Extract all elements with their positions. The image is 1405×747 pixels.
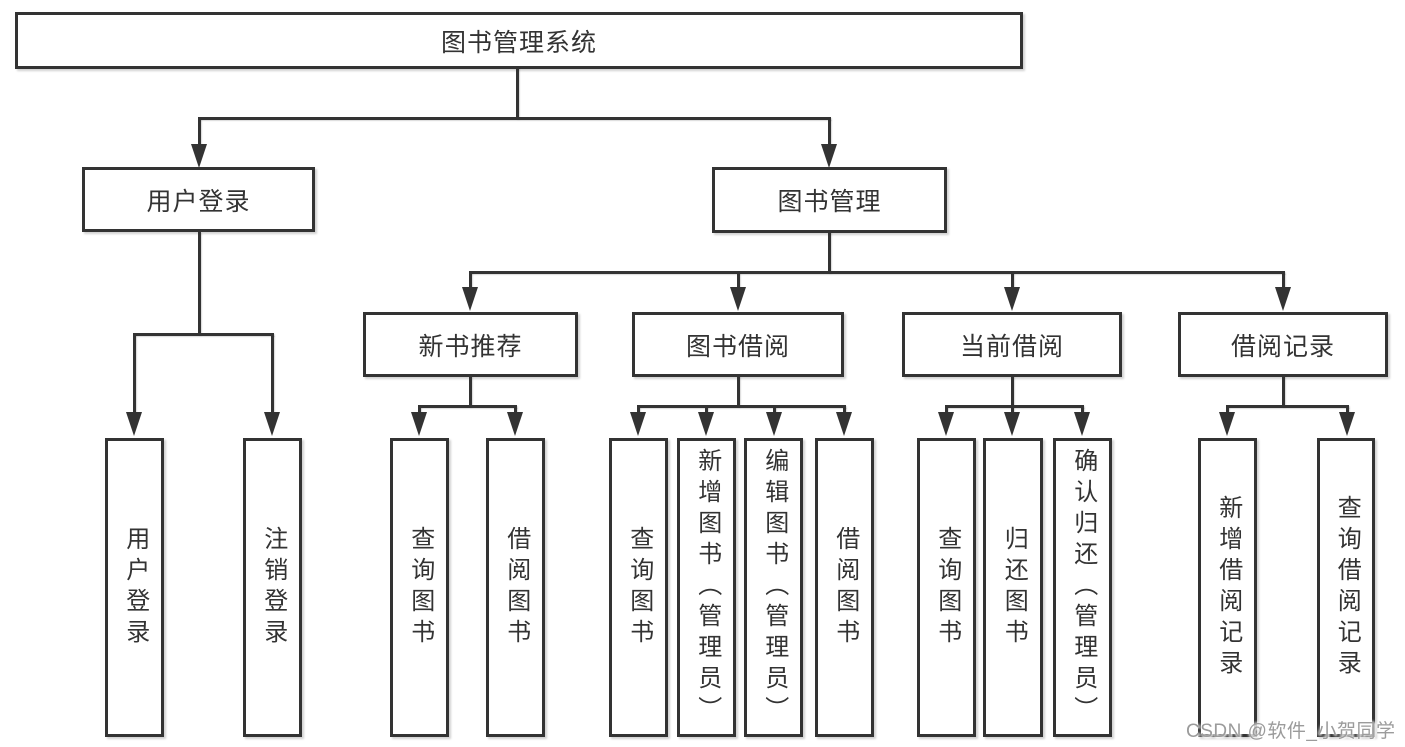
- connector-drop: [1346, 407, 1349, 413]
- arrowhead-to-leaf-query-books-current: [938, 412, 954, 436]
- leaf-label: 借阅图书: [831, 525, 859, 650]
- node-book-management: 图书管理: [712, 167, 947, 233]
- connector-drop: [773, 407, 776, 413]
- leaf-add-borrow-record: 新增借阅记录: [1198, 438, 1257, 737]
- arrowhead-to-book-borrowing: [730, 287, 746, 311]
- node-label: 用户登录: [146, 187, 251, 216]
- arrowhead-to-leaf-user-login: [126, 412, 142, 436]
- connector-drop-book-management: [828, 119, 831, 145]
- connector-new-book-rail: [418, 405, 517, 408]
- connector-borrowing-records-stem: [1282, 376, 1285, 407]
- connector-root-stem: [516, 67, 519, 119]
- connector-drop: [705, 407, 708, 413]
- connector-book-management-rail: [469, 271, 1285, 274]
- leaf-label: 新增图书（管理员）: [693, 448, 721, 727]
- connector-drop: [637, 407, 640, 413]
- arrowhead-to-leaf-add-borrow-record: [1219, 412, 1235, 436]
- leaf-query-borrow-record: 查询借阅记录: [1317, 438, 1375, 737]
- connector-drop-leaf-logout: [271, 335, 274, 412]
- leaf-return-book: 归还图书: [983, 438, 1043, 737]
- leaf-borrow-books-new: 借阅图书: [486, 438, 545, 737]
- node-borrowing-records: 借阅记录: [1178, 312, 1388, 377]
- leaf-label: 确认归还（管理员）: [1069, 448, 1097, 727]
- connector-drop: [945, 407, 948, 413]
- leaf-label: 借阅图书: [502, 525, 530, 650]
- connector-drop: [514, 407, 517, 413]
- leaf-query-books-new: 查询图书: [390, 438, 449, 737]
- node-current-borrowing: 当前借阅: [902, 312, 1122, 377]
- arrowhead-to-leaf-add-book: [698, 412, 714, 436]
- connector-drop-new-book: [469, 273, 472, 287]
- leaf-label: 查询图书: [625, 525, 653, 650]
- leaf-label: 查询图书: [933, 525, 961, 650]
- node-book-borrowing: 图书借阅: [632, 312, 844, 377]
- connector-new-book-stem: [469, 376, 472, 407]
- leaf-label: 编辑图书（管理员）: [760, 448, 788, 727]
- connector-drop-user-login: [198, 119, 201, 145]
- node-label: 图书管理系统: [440, 28, 597, 57]
- arrowhead-to-leaf-confirm-return: [1074, 412, 1090, 436]
- node-label: 新书推荐: [418, 332, 523, 361]
- connector-drop: [1081, 407, 1084, 413]
- leaf-label: 查询借阅记录: [1333, 494, 1361, 681]
- connector-book-borrowing-stem: [737, 376, 740, 407]
- connector-drop-leaf-user-login: [133, 335, 136, 412]
- leaf-logout: 注销登录: [243, 438, 302, 737]
- connector-drop: [1011, 407, 1014, 413]
- arrowhead-to-leaf-query-books-new: [411, 412, 427, 436]
- leaf-query-books-borrow: 查询图书: [609, 438, 668, 737]
- connector-current-borrowing-stem: [1011, 376, 1014, 407]
- arrowhead-to-borrowing-records: [1275, 287, 1291, 311]
- csdn-watermark: CSDN @软件_小贺同学: [1186, 721, 1396, 742]
- node-new-book-recommendation: 新书推荐: [363, 312, 578, 377]
- arrowhead-to-book-management: [821, 144, 837, 168]
- node-user-login: 用户登录: [82, 167, 315, 232]
- arrowhead-to-leaf-borrow-books-new: [507, 412, 523, 436]
- connector-book-borrowing-rail: [637, 405, 846, 408]
- node-label: 借阅记录: [1230, 332, 1335, 361]
- connector-user-login-stem: [198, 232, 201, 335]
- leaf-label: 注销登录: [259, 525, 287, 650]
- leaf-borrow-books: 借阅图书: [815, 438, 874, 737]
- connector-root-rail: [198, 117, 831, 120]
- arrowhead-to-new-book: [462, 287, 478, 311]
- arrowhead-to-leaf-edit-book: [766, 412, 782, 436]
- leaf-confirm-return-admin: 确认归还（管理员）: [1053, 438, 1112, 737]
- connector-user-login-rail: [133, 333, 274, 336]
- leaf-user-login: 用户登录: [105, 438, 164, 737]
- arrowhead-to-current-borrowing: [1004, 287, 1020, 311]
- connector-drop-borrowing-records: [1282, 273, 1285, 287]
- connector-drop-current-borrowing: [1011, 273, 1014, 287]
- arrowhead-to-user-login: [191, 144, 207, 168]
- connector-drop: [843, 407, 846, 413]
- arrowhead-to-leaf-query-borrow-record: [1339, 412, 1355, 436]
- node-label: 图书借阅: [685, 332, 790, 361]
- node-label: 图书管理: [777, 188, 882, 216]
- leaf-label: 查询图书: [406, 525, 434, 650]
- node-library-management-system: 图书管理系统: [15, 12, 1023, 69]
- connector-drop: [418, 407, 421, 413]
- leaf-add-book-admin: 新增图书（管理员）: [677, 438, 736, 737]
- arrowhead-to-leaf-logout: [264, 412, 280, 436]
- connector-borrowing-records-rail: [1226, 405, 1349, 408]
- leaf-query-books-current: 查询图书: [917, 438, 976, 737]
- arrowhead-to-leaf-borrow-books: [836, 412, 852, 436]
- node-label: 当前借阅: [959, 332, 1064, 361]
- connector-drop: [1226, 407, 1229, 413]
- arrowhead-to-leaf-query-books-borrow: [630, 412, 646, 436]
- connector-current-borrowing-rail: [945, 405, 1084, 408]
- leaf-edit-book-admin: 编辑图书（管理员）: [744, 438, 803, 737]
- leaf-label: 用户登录: [121, 525, 149, 650]
- connector-book-management-stem: [828, 232, 831, 273]
- connector-drop-book-borrowing: [737, 273, 740, 287]
- leaf-label: 新增借阅记录: [1214, 494, 1242, 681]
- leaf-label: 归还图书: [1000, 525, 1028, 650]
- arrowhead-to-leaf-return-book: [1004, 412, 1020, 436]
